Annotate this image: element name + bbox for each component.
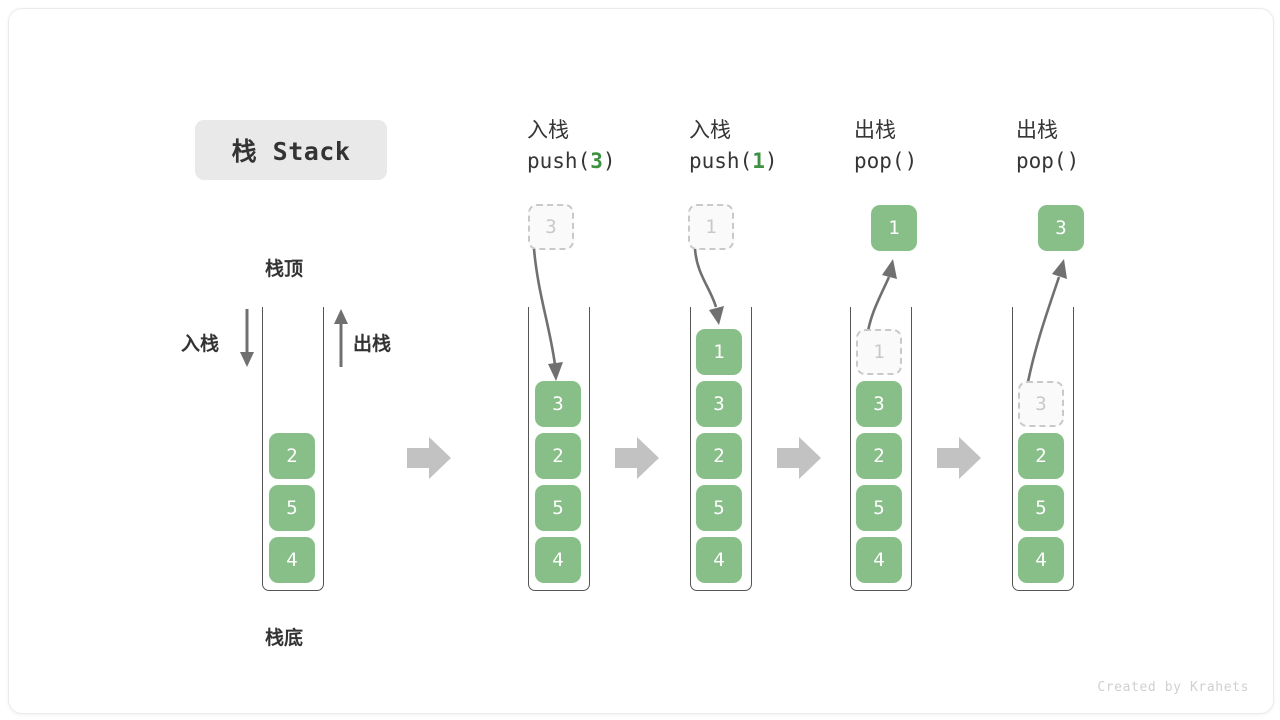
column-header-push-3: 入栈 push(3) <box>527 117 616 175</box>
stack-container-pop-2 <box>1012 307 1074 591</box>
column-header-line2: push(3) <box>527 148 616 175</box>
column-header-line2: pop() <box>1016 148 1079 175</box>
stack-cell: 2 <box>269 433 315 479</box>
push-direction-arrow <box>240 309 254 367</box>
stack-cell: 4 <box>696 537 742 583</box>
popped-value-cell: 3 <box>1038 205 1084 251</box>
stack-cell: 3 <box>696 381 742 427</box>
call-name: push( <box>527 148 591 173</box>
call-close: ) <box>1066 148 1080 173</box>
stack-cell: 2 <box>856 433 902 479</box>
column-header-line1: 入栈 <box>527 118 569 142</box>
push-motion-arrow <box>532 248 563 381</box>
ghost-cell-pop-2: 3 <box>1018 381 1064 427</box>
ghost-cell-push-1: 1 <box>688 204 734 250</box>
call-arg: 1 <box>752 148 765 173</box>
call-name: push( <box>689 148 753 173</box>
pop-direction-arrow <box>334 309 348 367</box>
column-header-line1: 出栈 <box>854 118 896 142</box>
flow-arrow-icon <box>937 437 981 479</box>
call-close: ) <box>904 148 918 173</box>
stack-top-label: 栈顶 <box>265 258 304 280</box>
stack-cells-push-1: 1 3 2 5 4 <box>696 329 742 583</box>
stack-cell: 5 <box>696 485 742 531</box>
stack-container-pop-1 <box>850 307 912 591</box>
stack-cell: 5 <box>1018 485 1064 531</box>
stack-cells-pop-1: 1 3 2 5 4 <box>856 329 902 583</box>
pop-direction-label: 出栈 <box>353 333 392 355</box>
stack-container-push-1 <box>690 307 752 591</box>
stack-cell: 3 <box>856 381 902 427</box>
stack-cell: 2 <box>535 433 581 479</box>
stack-container-push-3 <box>528 307 590 591</box>
column-header-push-1: 入栈 push(1) <box>689 117 778 175</box>
popped-value-cell: 1 <box>871 205 917 251</box>
push-direction-label: 入栈 <box>181 333 220 355</box>
stack-container-initial <box>262 307 324 591</box>
credit-watermark: Created by Krahets <box>1097 680 1249 695</box>
ghost-cell-pop-1: 1 <box>856 329 902 375</box>
stack-cell: 5 <box>269 485 315 531</box>
call-arg: 3 <box>590 148 603 173</box>
stack-cells-pop-2: 3 2 5 4 <box>1018 381 1064 583</box>
stack-cell: 3 <box>535 381 581 427</box>
stack-cell: 4 <box>1018 537 1064 583</box>
stack-cell: 5 <box>535 485 581 531</box>
pop-motion-arrow <box>1025 259 1067 388</box>
call-name: pop( <box>854 148 905 173</box>
call-close: ) <box>764 148 778 173</box>
stack-cell: 4 <box>269 537 315 583</box>
title-chip: 栈 Stack <box>195 120 387 180</box>
column-header-line1: 入栈 <box>689 118 731 142</box>
stack-bottom-label: 栈底 <box>265 627 304 649</box>
stack-cell: 2 <box>696 433 742 479</box>
stack-cell: 4 <box>535 537 581 583</box>
push-motion-arrow <box>693 248 724 325</box>
page-title: 栈 Stack <box>231 137 351 166</box>
stack-cell: 1 <box>696 329 742 375</box>
column-header-pop-1: 出栈 pop() <box>854 117 917 175</box>
diagram-stage: 栈 Stack 栈顶 入栈 出栈 2 5 4 栈底 入栈 push(3) 3 3… <box>9 9 1273 713</box>
column-header-line2: pop() <box>854 148 917 175</box>
call-close: ) <box>602 148 616 173</box>
flow-arrow-icon <box>407 437 451 479</box>
flow-arrow-icon <box>777 437 821 479</box>
flow-arrow-icon <box>615 437 659 479</box>
column-header-line1: 出栈 <box>1016 118 1058 142</box>
stack-cell: 4 <box>856 537 902 583</box>
stack-cells-initial: 2 5 4 <box>269 433 315 583</box>
diagram-card: 栈 Stack 栈顶 入栈 出栈 2 5 4 栈底 入栈 push(3) 3 3… <box>8 8 1274 714</box>
call-name: pop( <box>1016 148 1067 173</box>
stack-cells-push-3: 3 2 5 4 <box>535 381 581 583</box>
stack-cell: 5 <box>856 485 902 531</box>
column-header-line2: push(1) <box>689 148 778 175</box>
ghost-cell-push-3: 3 <box>528 204 574 250</box>
stack-cell: 2 <box>1018 433 1064 479</box>
column-header-pop-2: 出栈 pop() <box>1016 117 1079 175</box>
